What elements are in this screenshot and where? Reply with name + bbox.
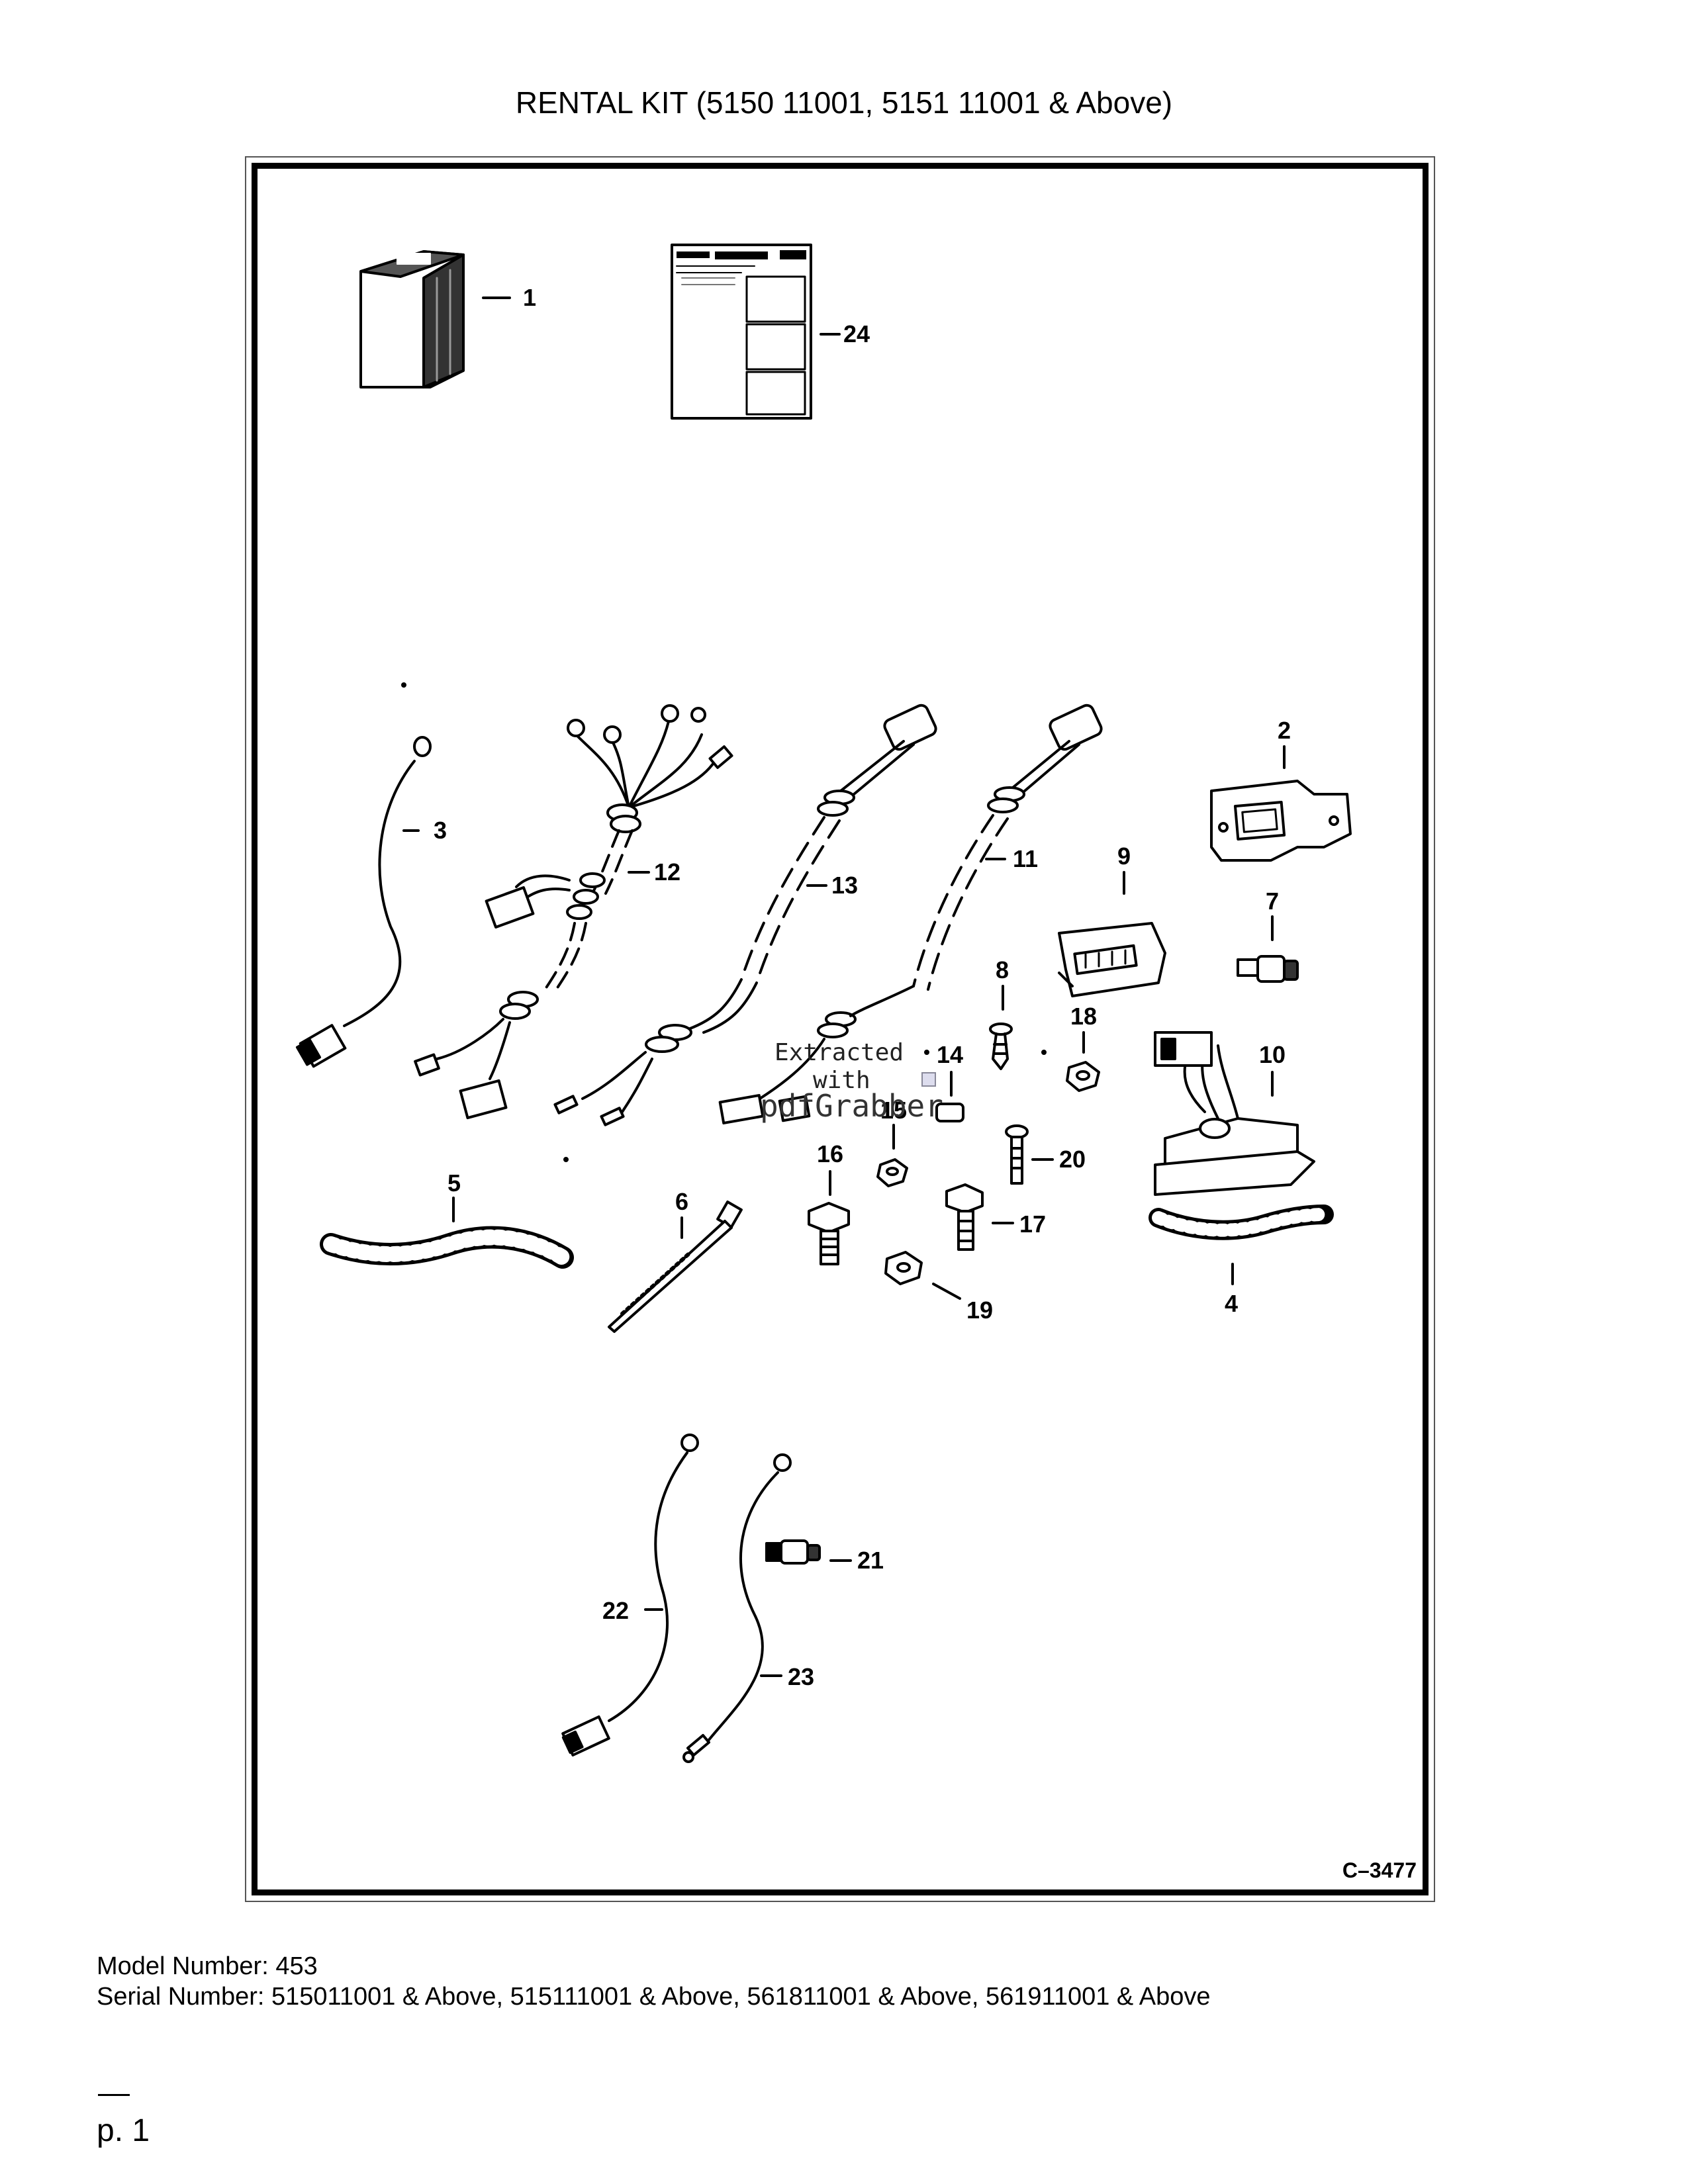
callout-9: 9 bbox=[1117, 842, 1131, 870]
callout-3: 3 bbox=[434, 817, 447, 844]
callout-17: 17 bbox=[1019, 1210, 1046, 1238]
callout-18: 18 bbox=[1070, 1003, 1097, 1030]
diagram-frame bbox=[252, 163, 1429, 1895]
part-19-nut bbox=[884, 1251, 961, 1300]
callout-22: 22 bbox=[602, 1597, 629, 1624]
part-4-wire-loom bbox=[1149, 1205, 1334, 1285]
part-22-lead bbox=[561, 1433, 699, 1756]
watermark-line-1: Extracted bbox=[774, 1039, 904, 1066]
page-number: p. 1 bbox=[97, 2113, 150, 2148]
callout-8: 8 bbox=[996, 956, 1009, 983]
callout-4: 4 bbox=[1225, 1290, 1238, 1317]
callout-1: 1 bbox=[523, 284, 536, 311]
callout-20: 20 bbox=[1059, 1146, 1086, 1173]
part-20-screw bbox=[1005, 1124, 1054, 1185]
part-10-control-module bbox=[1154, 1031, 1315, 1196]
part-1-decal-box bbox=[359, 250, 511, 388]
callout-19: 19 bbox=[966, 1297, 993, 1324]
drawing-code: C–3477 bbox=[1342, 1858, 1417, 1882]
callout-12: 12 bbox=[654, 858, 680, 886]
callout-14: 14 bbox=[937, 1041, 963, 1068]
callout-16: 16 bbox=[817, 1140, 843, 1167]
callout-5: 5 bbox=[447, 1169, 461, 1197]
callout-6: 6 bbox=[675, 1188, 688, 1215]
part-12-harness bbox=[414, 704, 733, 1120]
watermark: Extracted with pdfGrabber bbox=[760, 1039, 973, 1138]
serial-number: Serial Number: 515011001 & Above, 515111… bbox=[97, 1983, 1211, 2011]
part-3-harness bbox=[295, 736, 432, 1068]
callout-24: 24 bbox=[843, 320, 870, 347]
part-18-nut bbox=[1066, 1031, 1100, 1092]
part-5-wire-loom bbox=[320, 1197, 574, 1269]
diagram-frame-outer bbox=[245, 156, 1435, 1902]
part-2-bracket bbox=[1210, 745, 1352, 862]
callout-10: 10 bbox=[1259, 1041, 1286, 1068]
part-24-instruction-sheet bbox=[671, 244, 841, 420]
callout-15: 15 bbox=[880, 1097, 907, 1124]
model-number: Model Number: 453 bbox=[97, 1952, 318, 1980]
callout-11: 11 bbox=[1013, 845, 1038, 872]
footer-rule bbox=[98, 2094, 130, 2096]
part-11-harness bbox=[718, 704, 1103, 1124]
watermark-logo-icon bbox=[921, 1072, 936, 1087]
part-23-lead bbox=[682, 1453, 792, 1763]
part-13-harness bbox=[553, 704, 937, 1126]
part-16-bolt bbox=[808, 1170, 850, 1265]
watermark-line-2: with bbox=[813, 1067, 870, 1094]
part-15-nut bbox=[876, 1124, 908, 1187]
part-6-cable-tie bbox=[608, 1201, 743, 1333]
part-8-fastener bbox=[989, 985, 1013, 1070]
callout-2: 2 bbox=[1278, 717, 1291, 744]
page-title: RENTAL KIT (5150 11001, 5151 11001 & Abo… bbox=[515, 85, 1173, 120]
callout-13: 13 bbox=[831, 872, 858, 899]
part-17-bolt bbox=[945, 1183, 1014, 1251]
watermark-brand: pdfGrabber bbox=[760, 1088, 943, 1124]
part-7-switch bbox=[1237, 915, 1299, 983]
callout-7: 7 bbox=[1266, 887, 1279, 915]
part-9-relay bbox=[1058, 871, 1166, 997]
part-14-terminal bbox=[935, 1071, 964, 1122]
callout-21: 21 bbox=[857, 1547, 884, 1574]
part-21-switch bbox=[765, 1539, 852, 1565]
callout-23: 23 bbox=[788, 1663, 814, 1690]
